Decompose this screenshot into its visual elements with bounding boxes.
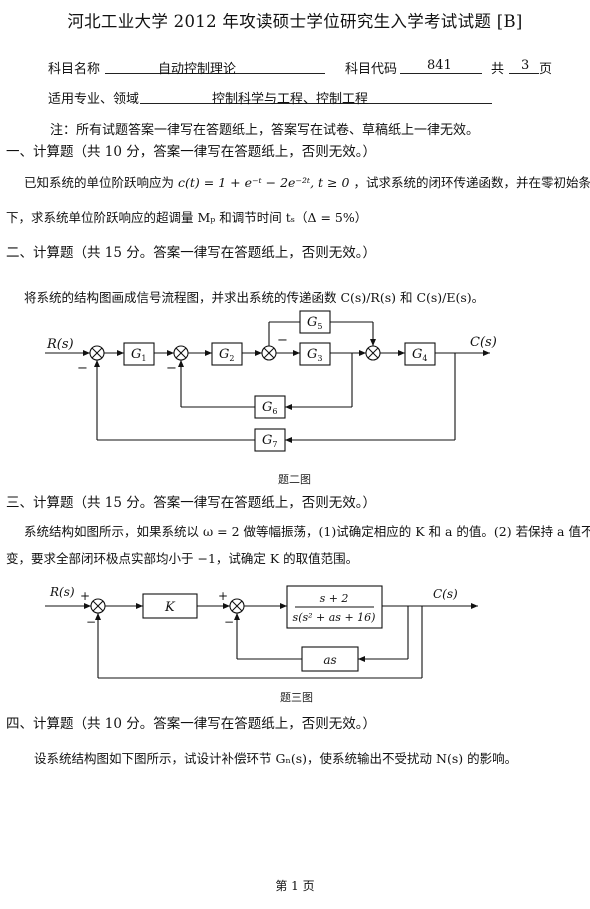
pages-label-post: 页 (539, 62, 553, 77)
pages-label-pre: 共 (491, 62, 505, 77)
q2-heading: 二、计算题（共 15 分。答案一律写在答题纸上，否则无效。） (6, 245, 377, 261)
block-g4 (404, 342, 436, 366)
subject-name-value: 自动控制理论 (158, 62, 237, 77)
q2-body: 将系统的结构图画成信号流程图，并求出系统的传递函数 C(s)/R(s) 和 C(… (24, 290, 485, 305)
q2-output-label: C(s) (470, 335, 497, 350)
block-g5-label: G5 (307, 315, 322, 331)
pages-underline (509, 73, 539, 74)
block-g1-label: G1 (131, 347, 146, 363)
q2-caption: 题二图 (278, 473, 311, 486)
block-g4-label: G4 (412, 347, 427, 363)
subject-name-underline (105, 73, 325, 74)
q4-body: 设系统结构图如下图所示，试设计补偿环节 Gₙ(s)，使系统输出不受扰动 N(s)… (34, 751, 518, 766)
q1-line1-pre: 已知系统的单位阶跃响应为 (24, 175, 175, 190)
q3-line1: 系统结构如图所示，如果系统以 ω = 2 做等幅振荡，(1)试确定相应的 K 和… (24, 524, 590, 539)
feedback-as-label: as (323, 653, 336, 667)
q3-block-diagram: R(s) C(s) K s + 2 s(s² + as + 16) as + −… (45, 585, 478, 679)
subject-code-label: 科目代码 (345, 62, 398, 77)
minus-sign-outer: − (86, 615, 96, 629)
q2-block-diagram: R(s) C(s) G1 G2 G3 G4 G5 G6 G7 − − − (45, 310, 497, 452)
block-plant (286, 585, 383, 629)
subject-code-underline (400, 73, 482, 74)
block-g1 (123, 342, 155, 366)
exam-note: 注：所有试题答案一律写在答题纸上，答案写在试卷、草稿纸上一律无效。 (50, 123, 480, 138)
q1-heading: 一、计算题（共 10 分，答案一律写在答题纸上，否则无效。） (6, 144, 377, 160)
q3-caption: 题三图 (280, 691, 313, 704)
minus-sign-2: − (166, 361, 177, 376)
pages-value: 3 (521, 58, 530, 73)
q4-heading: 四、计算题（共 10 分。答案一律写在答题纸上，否则无效。） (6, 716, 377, 732)
plus-sign-inner: + (218, 589, 228, 603)
block-g7-label: G7 (262, 433, 277, 449)
q3-output-label: C(s) (433, 587, 458, 601)
subject-code-value: 841 (427, 58, 452, 73)
gain-k-label: K (164, 600, 176, 615)
block-g2 (211, 342, 243, 366)
q1-line1: 已知系统的单位阶跃响应为 c(t) = 1 + e⁻ᵗ − 2e⁻²ᵗ, t ≥… (24, 172, 590, 191)
plus-sign-outer: + (80, 589, 90, 603)
plant-numerator: s + 2 (320, 592, 349, 605)
major-value: 控制科学与工程、控制工程 (212, 92, 369, 107)
plant-denominator: s(s² + as + 16) (293, 611, 376, 624)
minus-sign-inner: − (224, 615, 234, 629)
major-underline (140, 103, 492, 104)
q1-formula: c(t) = 1 + e⁻ᵗ − 2e⁻²ᵗ, t ≥ 0 (178, 175, 350, 190)
q3-line2: 变，要求全部闭环极点实部均小于 −1，试确定 K 的取值范围。 (6, 551, 359, 566)
q2-input-label: R(s) (46, 337, 74, 352)
page-footer: 第 1 页 (275, 879, 315, 893)
major-label: 适用专业、领域 (48, 92, 140, 107)
subject-name-label: 科目名称 (48, 62, 101, 77)
block-g2-label: G2 (219, 347, 234, 363)
minus-sign-3: − (277, 333, 288, 348)
block-g3-label: G3 (307, 347, 322, 363)
block-g3 (299, 342, 331, 366)
minus-sign-1: − (77, 361, 88, 376)
exam-title: 河北工业大学 2012 年攻读硕士学位研究生入学考试试题 [B] (67, 12, 523, 31)
q1-line2: 下，求系统单位阶跃响应的超调量 Mₚ 和调节时间 tₛ（Δ = 5%） (6, 210, 368, 225)
q3-heading: 三、计算题（共 15 分。答案一律写在答题纸上，否则无效。） (6, 495, 377, 511)
q1-line1-post: ，试求系统的闭环传递函数，并在零初始条件 (353, 175, 590, 190)
block-g6-label: G6 (262, 400, 277, 416)
q3-input-label: R(s) (49, 585, 75, 599)
